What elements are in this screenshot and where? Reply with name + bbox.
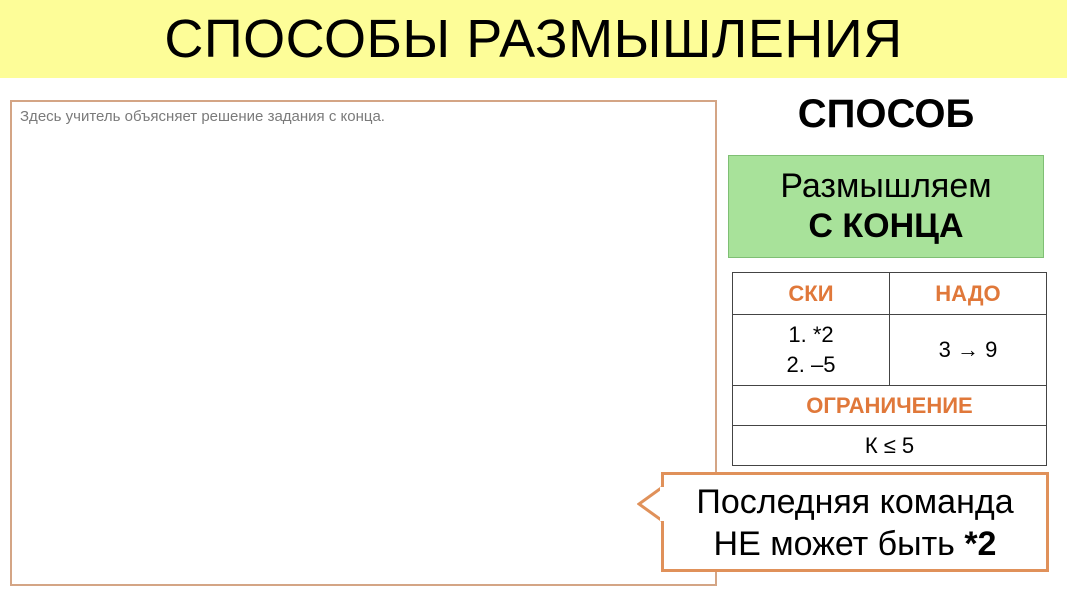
goal-cell: 3 → 9	[889, 314, 1047, 386]
header-band: СПОСОБЫ РАЗМЫШЛЕНИЯ	[0, 0, 1067, 78]
callout-line2: НЕ может быть *2	[664, 523, 1046, 565]
explanation-box[interactable]: Здесь учитель объясняет решение задания …	[10, 100, 717, 586]
callout-line1: Последняя команда	[696, 483, 1014, 521]
header-nado: НАДО	[889, 272, 1047, 315]
page-title: СПОСОБЫ РАЗМЫШЛЕНИЯ	[164, 9, 903, 69]
callout-line2-text: НЕ может быть	[713, 525, 965, 563]
method-line1: Размышляем	[780, 167, 992, 205]
method-label: СПОСОБ	[797, 92, 975, 136]
explanation-text: Здесь учитель объясняет решение задания …	[20, 108, 385, 125]
pointer-cover	[660, 487, 666, 521]
commands-cell: 1. *2 2. –5	[732, 314, 890, 386]
restriction-header: ОГРАНИЧЕНИЕ	[732, 385, 1047, 426]
callout-line2-bold: *2	[964, 525, 997, 563]
hint-callout: Последняя команда НЕ может быть *2	[661, 472, 1049, 572]
command-1: 1. *2	[788, 322, 834, 347]
method-box: Размышляем С КОНЦА	[728, 155, 1044, 258]
command-2: 2. –5	[786, 352, 836, 377]
header-ski: СКИ	[732, 272, 890, 315]
restriction-value: К ≤ 5	[732, 425, 1047, 466]
method-line2: С КОНЦА	[808, 207, 964, 245]
